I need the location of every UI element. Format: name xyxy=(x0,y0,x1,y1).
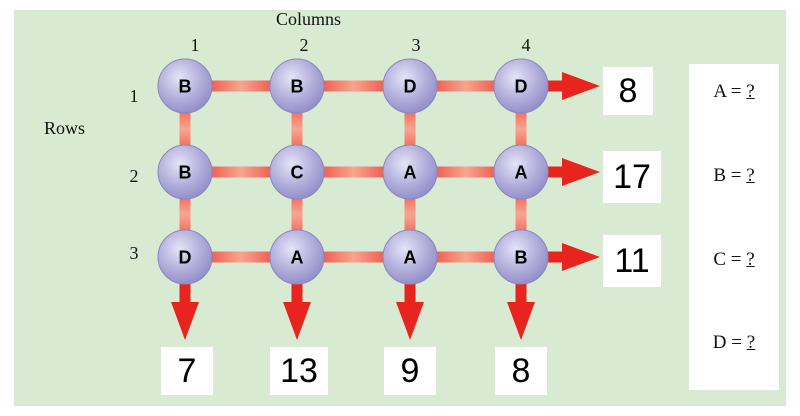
node-circle xyxy=(493,144,549,200)
column-number-2: 2 xyxy=(299,35,309,55)
node-circle xyxy=(269,58,325,114)
grid-node-r1-c4: D xyxy=(493,58,549,114)
answer-a: A = ? xyxy=(689,81,779,103)
column-arrowhead xyxy=(171,302,199,340)
node-letter: A xyxy=(404,163,417,183)
column-connector xyxy=(515,172,527,257)
columns-heading: Columns xyxy=(276,9,342,29)
grid-node-r1-c1: B xyxy=(157,58,213,114)
column-sum-1: 7 xyxy=(161,347,213,395)
column-connector xyxy=(515,86,527,172)
answer-d-equals: = xyxy=(726,332,747,353)
row-connector xyxy=(185,80,297,92)
answer-c-value: ? xyxy=(746,249,755,270)
grid-node-r2-c1: B xyxy=(157,144,213,200)
node-circle xyxy=(382,229,438,285)
column-sum-2: 13 xyxy=(270,347,328,395)
column-connector xyxy=(291,172,303,257)
answer-b-value: ? xyxy=(746,165,755,186)
grid-node-r1-c3: D xyxy=(382,58,438,114)
column-connector xyxy=(179,172,191,257)
node-circle xyxy=(493,229,549,285)
row-connector xyxy=(297,251,410,263)
grid-node-r2-c2: C xyxy=(269,144,325,200)
node-circle xyxy=(382,144,438,200)
row-arrowhead xyxy=(562,243,600,271)
column-sum-4: 8 xyxy=(495,347,547,395)
row-sum-2: 17 xyxy=(603,151,661,203)
row-arrowhead xyxy=(562,72,600,100)
grid-node-r3-c1: D xyxy=(157,229,213,285)
node-circle xyxy=(382,58,438,114)
grid-node-r1-c2: B xyxy=(269,58,325,114)
grid-node-r3-c4: B xyxy=(493,229,549,285)
answer-b: B = ? xyxy=(689,165,779,187)
answer-a-equals: = xyxy=(726,81,747,102)
answer-panel: A = ? B = ? C = ? D = ? xyxy=(689,64,779,390)
row-connector xyxy=(185,166,297,178)
node-letter: A xyxy=(515,163,528,183)
node-circle xyxy=(157,229,213,285)
answer-c-letter: C xyxy=(713,249,727,270)
row-connector xyxy=(185,251,297,263)
column-arrowhead xyxy=(396,302,424,340)
row-connector xyxy=(297,166,410,178)
column-connector xyxy=(404,86,416,172)
node-letter: C xyxy=(291,163,304,183)
grid-node-r2-c4: A xyxy=(493,144,549,200)
column-connector xyxy=(404,172,416,257)
rows-heading: Rows xyxy=(44,118,86,138)
column-arrowhead xyxy=(283,302,311,340)
row-number-2: 2 xyxy=(129,166,139,186)
answer-c-equals: = xyxy=(726,249,747,270)
node-letter: B xyxy=(291,77,304,97)
node-circle xyxy=(157,144,213,200)
answer-b-equals: = xyxy=(726,165,747,186)
row-arrowhead xyxy=(562,158,600,186)
node-letter: A xyxy=(291,248,304,268)
answer-b-letter: B xyxy=(713,165,727,186)
answer-d-value: ? xyxy=(746,332,756,353)
answer-c: C = ? xyxy=(689,249,779,271)
row-sum-1: 8 xyxy=(603,67,653,115)
column-number-4: 4 xyxy=(521,35,531,55)
column-arrowhead xyxy=(507,302,535,340)
node-letter: B xyxy=(179,163,192,183)
grid-node-r3-c2: A xyxy=(269,229,325,285)
node-circle xyxy=(269,229,325,285)
node-circle xyxy=(157,58,213,114)
node-letter: D xyxy=(179,248,192,268)
row-connector xyxy=(410,251,521,263)
row-connector xyxy=(410,80,521,92)
column-number-3: 3 xyxy=(411,35,421,55)
row-number-3: 3 xyxy=(129,243,139,263)
row-sum-3: 11 xyxy=(603,235,661,287)
column-sum-3: 9 xyxy=(384,347,436,395)
answer-a-value: ? xyxy=(746,81,755,102)
row-number-1: 1 xyxy=(129,86,139,106)
grid-node-r3-c3: A xyxy=(382,229,438,285)
column-connector xyxy=(291,86,303,172)
row-connector xyxy=(410,166,521,178)
answer-d-letter: D xyxy=(712,332,727,353)
node-letter: D xyxy=(515,77,528,97)
node-letter: B xyxy=(179,77,192,97)
column-number-1: 1 xyxy=(190,35,200,55)
answer-d: D = ? xyxy=(689,332,779,354)
node-letter: D xyxy=(404,77,417,97)
grid-node-r2-c3: A xyxy=(382,144,438,200)
node-letter: B xyxy=(515,248,528,268)
node-circle xyxy=(269,144,325,200)
answer-a-letter: A xyxy=(713,81,727,102)
row-connector xyxy=(297,80,410,92)
column-connector xyxy=(179,86,191,172)
node-circle xyxy=(493,58,549,114)
node-letter: A xyxy=(404,248,417,268)
